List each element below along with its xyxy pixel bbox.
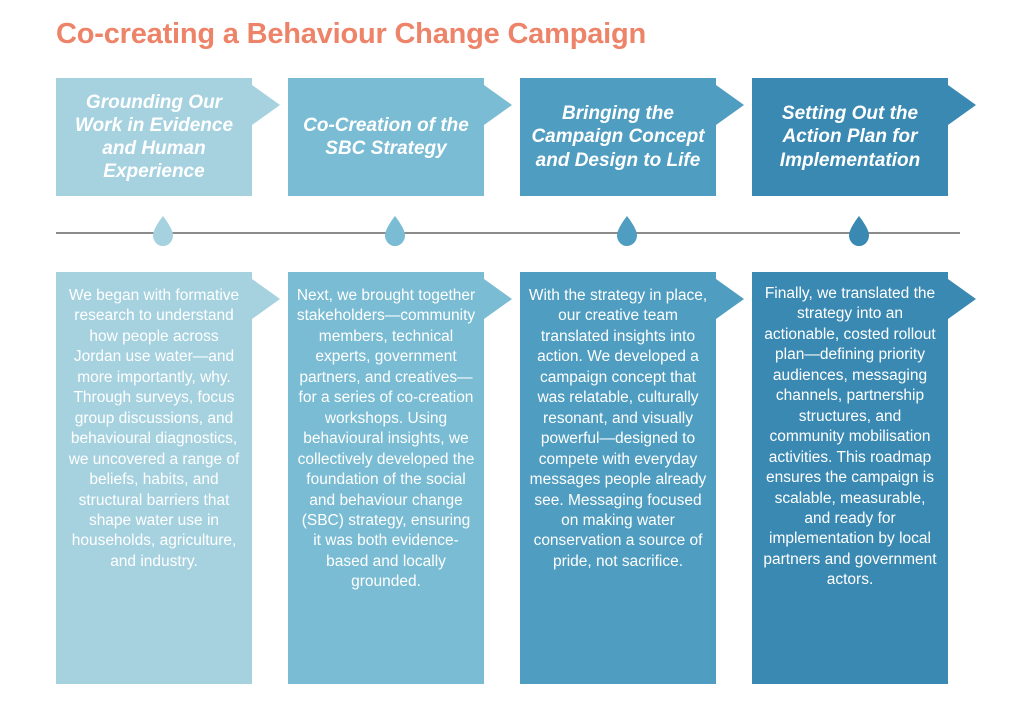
- process-step-column-4: Setting Out the Action Plan for Implemen…: [752, 0, 984, 706]
- water-drop-icon: [848, 216, 870, 246]
- step-body-box-1: We began with formative research to unde…: [56, 272, 280, 684]
- step-header-label-2: Co-Creation of the SBC Strategy: [303, 114, 469, 159]
- step-header-box-1: Grounding Our Work in Evidence and Human…: [56, 78, 280, 196]
- water-drop-icon: [384, 216, 406, 246]
- step-body-box-4: Finally, we translated the strategy into…: [752, 272, 976, 684]
- step-header-box-4: Setting Out the Action Plan for Implemen…: [752, 78, 976, 196]
- process-step-column-2: Co-Creation of the SBC Strategy Next, we…: [288, 0, 520, 706]
- page-title: Co-creating a Behaviour Change Campaign: [56, 18, 647, 50]
- step-body-text-2: Next, we brought together stakeholders—c…: [296, 287, 476, 591]
- step-body-box-2: Next, we brought together stakeholders—c…: [288, 272, 512, 684]
- timeline-rail: [56, 232, 960, 234]
- step-header-label-1: Grounding Our Work in Evidence and Human…: [74, 91, 234, 183]
- process-step-column-3: Bringing the Campaign Concept and Design…: [520, 0, 752, 706]
- step-header-label-3: Bringing the Campaign Concept and Design…: [531, 103, 705, 171]
- water-drop-icon: [616, 216, 638, 246]
- process-step-column-1: Grounding Our Work in Evidence and Human…: [56, 0, 288, 706]
- step-body-text-4: Finally, we translated the strategy into…: [763, 285, 937, 589]
- step-body-text-3: With the strategy in place, our creative…: [528, 287, 708, 570]
- step-body-text-1: We began with formative research to unde…: [68, 287, 240, 570]
- step-header-box-2: Co-Creation of the SBC Strategy: [288, 78, 512, 196]
- step-header-box-3: Bringing the Campaign Concept and Design…: [520, 78, 744, 196]
- water-drop-icon: [152, 216, 174, 246]
- step-body-box-3: With the strategy in place, our creative…: [520, 272, 744, 684]
- step-header-label-4: Setting Out the Action Plan for Implemen…: [779, 103, 921, 171]
